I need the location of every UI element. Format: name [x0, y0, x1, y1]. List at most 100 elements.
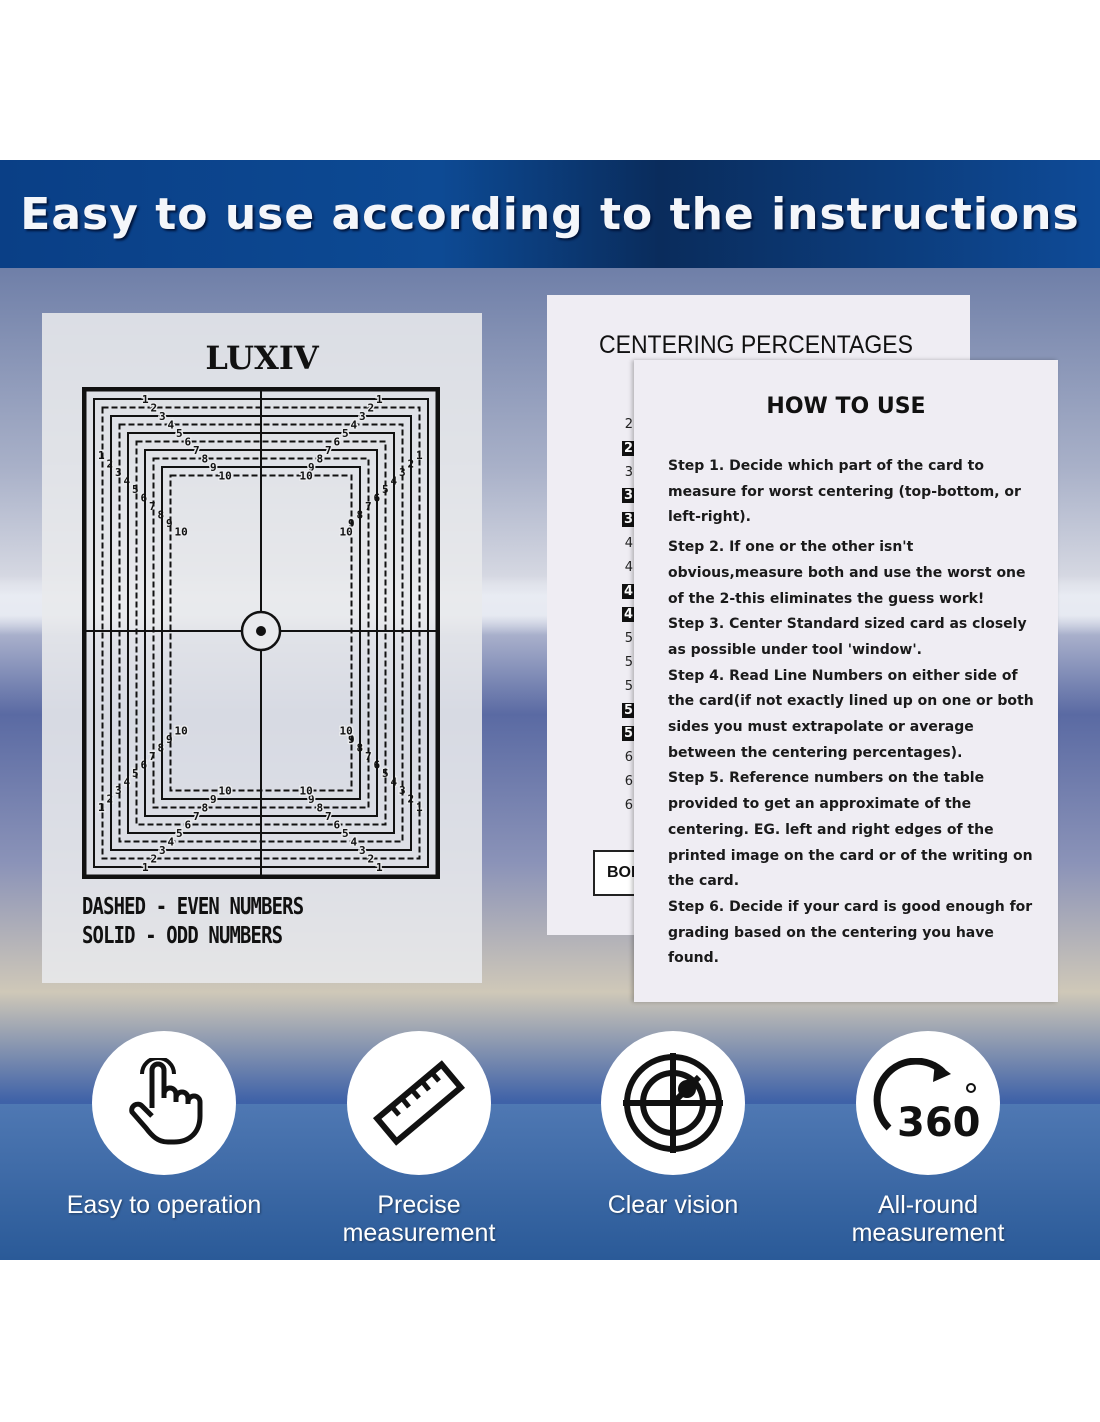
centering-title: CENTERING PERCENTAGES: [599, 331, 913, 359]
ruler-label: 9: [308, 461, 315, 474]
ruler-label: 10: [175, 526, 188, 539]
percentage-row: 5: [624, 654, 633, 670]
percentage-row: 4: [621, 607, 635, 623]
ruler-label: 3: [159, 410, 166, 423]
step-3: Step 3. Center Standard sized card as cl…: [668, 616, 1027, 658]
ruler-label: 6: [185, 819, 192, 832]
percentage-row: 6: [624, 750, 633, 766]
percentage-row: 2: [624, 417, 633, 432]
ruler-label: 10: [340, 725, 353, 738]
ruler-label: 3: [359, 844, 366, 857]
step-6: Step 6. Decide if your card is good enou…: [668, 898, 1033, 967]
ruler-label: 9: [166, 733, 173, 746]
ruler-label: 8: [317, 453, 324, 466]
center-dot: [256, 626, 266, 636]
percentage-row: 5: [624, 678, 633, 694]
ruler-icon: [347, 1031, 491, 1175]
ruler-label: 5: [176, 827, 183, 840]
percentage-row: 3: [621, 488, 635, 504]
ruler-label: 8: [317, 802, 324, 815]
rotate-360-icon: 360: [856, 1031, 1000, 1175]
feature-label: Easy to operation: [66, 1191, 262, 1219]
percentage-row: 2: [621, 440, 635, 456]
step-4: Step 4. Read Line Numbers on either side…: [668, 667, 1034, 761]
step-2: Step 2. If one or the other isn't obviou…: [668, 539, 1026, 607]
percentage-row: 4: [621, 583, 635, 599]
ruler-label: 7: [149, 750, 156, 763]
step-5: Step 5. Reference numbers on the table p…: [668, 770, 1033, 890]
brand-logo: LUXIV: [205, 339, 319, 377]
ruler-label: 5: [342, 827, 349, 840]
ruler-label: 2: [368, 853, 375, 866]
percentage-row: 3: [621, 512, 635, 528]
ruler-label: 8: [158, 509, 165, 522]
feature-label: Clear vision: [607, 1191, 739, 1219]
percentage-row: 6: [624, 797, 633, 813]
ruler-label: 5: [132, 767, 139, 780]
percentage-row: 5: [621, 726, 635, 742]
ruler-label: 6: [334, 436, 341, 449]
ruler-label: 2: [151, 853, 158, 866]
ruler-label: 2: [151, 402, 158, 415]
ruler-label: 1: [376, 393, 383, 406]
ruler-label: 8: [158, 742, 165, 755]
ruler-label: 5: [176, 427, 183, 440]
ruler-label: 7: [325, 444, 332, 457]
ruler-label: 3: [115, 466, 122, 479]
ruler-label: 4: [168, 419, 175, 432]
ruler-label: 10: [340, 526, 353, 539]
feature-allround: 360 All-round measurement: [808, 1031, 1048, 1247]
ruler-label: 4: [351, 419, 358, 432]
ruler-label: 7: [193, 810, 200, 823]
step-1: Step 1. Decide which part of the card to…: [668, 458, 1021, 526]
ruler-label: 2: [368, 402, 375, 415]
feature-label: All-round measurement: [851, 1191, 1005, 1247]
ruler-label: 3: [399, 466, 406, 479]
ruler-label: 3: [159, 844, 166, 857]
ruler-label: 10: [175, 725, 188, 738]
banner-title: Easy to use according to the instruction…: [20, 188, 1080, 240]
ruler-label: 10: [300, 470, 313, 483]
how-to-use-title: HOW TO USE: [766, 394, 926, 419]
ruler-label: 3: [115, 784, 122, 797]
ruler-label: 6: [334, 819, 341, 832]
percentage-row: 5: [621, 702, 635, 718]
ruler-label: 2: [107, 793, 114, 806]
percentage-row: 5: [624, 631, 633, 647]
feature-label: Precise measurement: [342, 1191, 496, 1247]
ruler-label: 8: [202, 802, 209, 815]
feature-easy: Easy to operation: [44, 1031, 284, 1219]
ruler-label: 9: [210, 793, 217, 806]
ruler-label: 7: [149, 500, 156, 513]
ruler-label: 1: [376, 861, 383, 874]
feature-precise: Precise measurement: [299, 1031, 539, 1247]
ruler-label: 7: [193, 444, 200, 457]
ruler-label: 9: [308, 793, 315, 806]
ruler-label: 5: [342, 427, 349, 440]
legend-solid: SOLID - ODD NUMBERS: [82, 923, 283, 949]
ruler-label: 10: [219, 785, 232, 798]
legend: DASHED - EVEN NUMBERS SOLID - ODD NUMBER…: [82, 893, 304, 951]
ruler-label: 9: [166, 517, 173, 530]
ruler-label: 2: [107, 458, 114, 471]
legend-dashed: DASHED - EVEN NUMBERS: [82, 894, 304, 920]
title-banner: Easy to use according to the instruction…: [0, 160, 1100, 268]
ruler-label: 4: [351, 836, 358, 849]
ruler-label: 1: [142, 393, 149, 406]
ruler-label: 9: [210, 461, 217, 474]
ruler-label: 10: [219, 470, 232, 483]
ruler-label: 7: [325, 810, 332, 823]
ruler-label: 4: [168, 836, 175, 849]
percentage-row: 3: [624, 464, 633, 480]
hand-pointer-icon: [92, 1031, 236, 1175]
ruler-label: 10: [300, 785, 313, 798]
feature-clear: Clear vision: [553, 1031, 793, 1219]
svg-text:360: 360: [897, 1100, 981, 1146]
how-to-use-card: HOW TO USE Step 1. Decide which part of …: [634, 360, 1058, 1002]
ruler-label: 1: [142, 861, 149, 874]
ruler-label: 5: [132, 483, 139, 496]
percentage-row: 6: [624, 773, 633, 789]
